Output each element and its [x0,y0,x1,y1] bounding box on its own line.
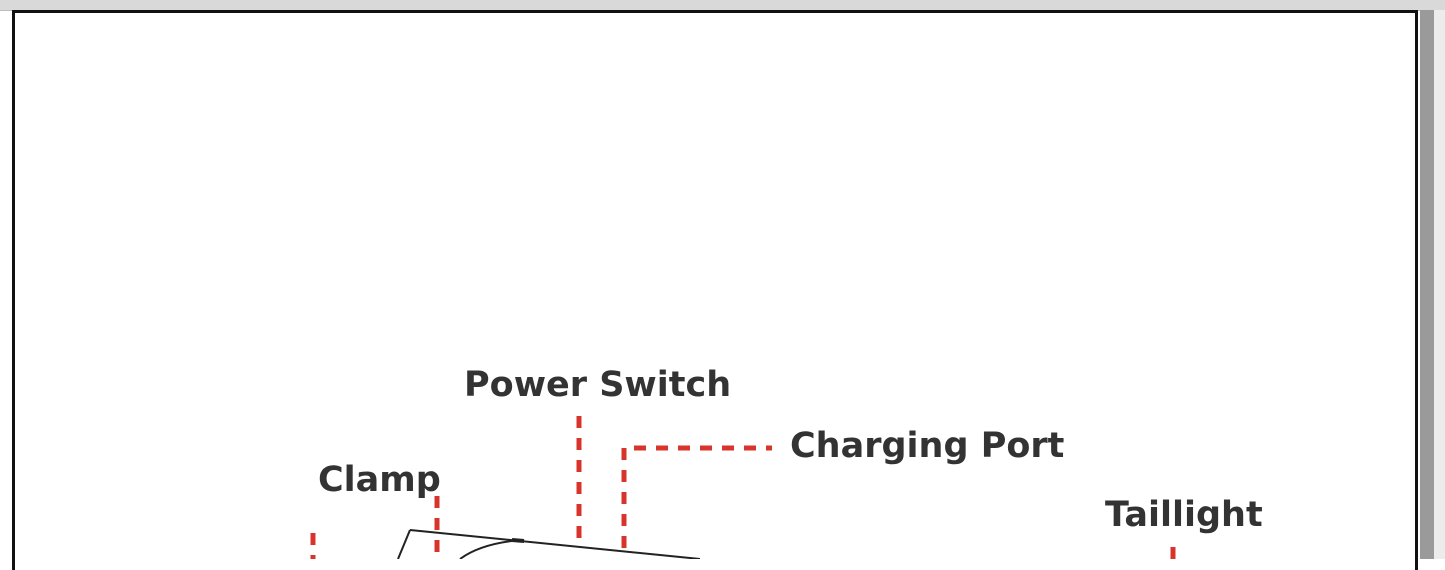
label-taillight: Taillight [1105,495,1263,535]
device-outline-inner [459,539,523,559]
vertical-scrollbar[interactable] [1420,10,1434,559]
diagram-frame [12,10,1418,570]
label-charging-port: Charging Port [790,426,1065,466]
device-outline-knob [511,538,525,543]
label-power-switch: Power Switch [464,365,732,405]
device-outline-top [409,529,701,559]
label-clamp: Clamp [318,460,441,500]
device-outline-left [397,529,411,559]
scrollbar-track [1434,10,1445,559]
leader-charging-port [621,445,772,548]
